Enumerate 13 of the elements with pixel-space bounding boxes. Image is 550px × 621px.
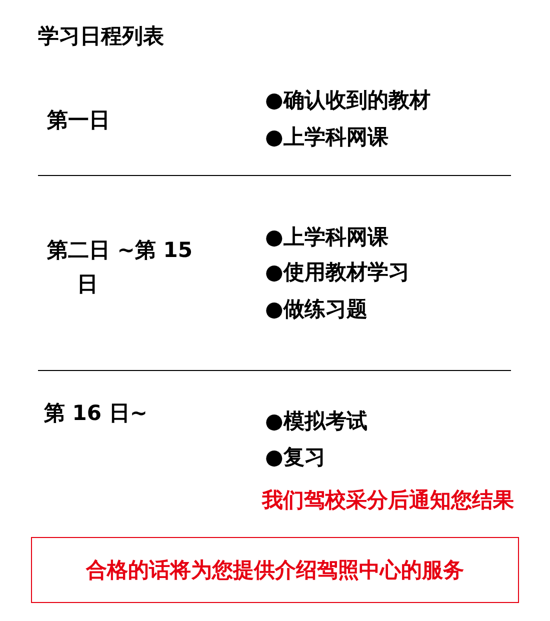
day-label: 第一日: [47, 107, 110, 134]
list-item: ●做练习题: [265, 296, 368, 323]
list-item: ●模拟考试: [265, 408, 368, 435]
day-label: 第二日 ~第 15 日: [47, 237, 194, 298]
list-item: ●复习: [265, 444, 326, 471]
title: 学习日程列表: [38, 23, 164, 50]
day-label: 第 16 日~: [44, 400, 148, 427]
list-item: ●上学科网课: [265, 224, 388, 251]
list-item: ●上学科网课: [265, 124, 388, 151]
list-item: ●使用教材学习: [265, 259, 410, 286]
list-item: ●确认收到的教材: [265, 87, 430, 114]
note-text: 我们驾校采分后通知您结果: [262, 487, 514, 514]
notice-box: 合格的话将为您提供介绍驾照中心的服务: [31, 537, 519, 603]
